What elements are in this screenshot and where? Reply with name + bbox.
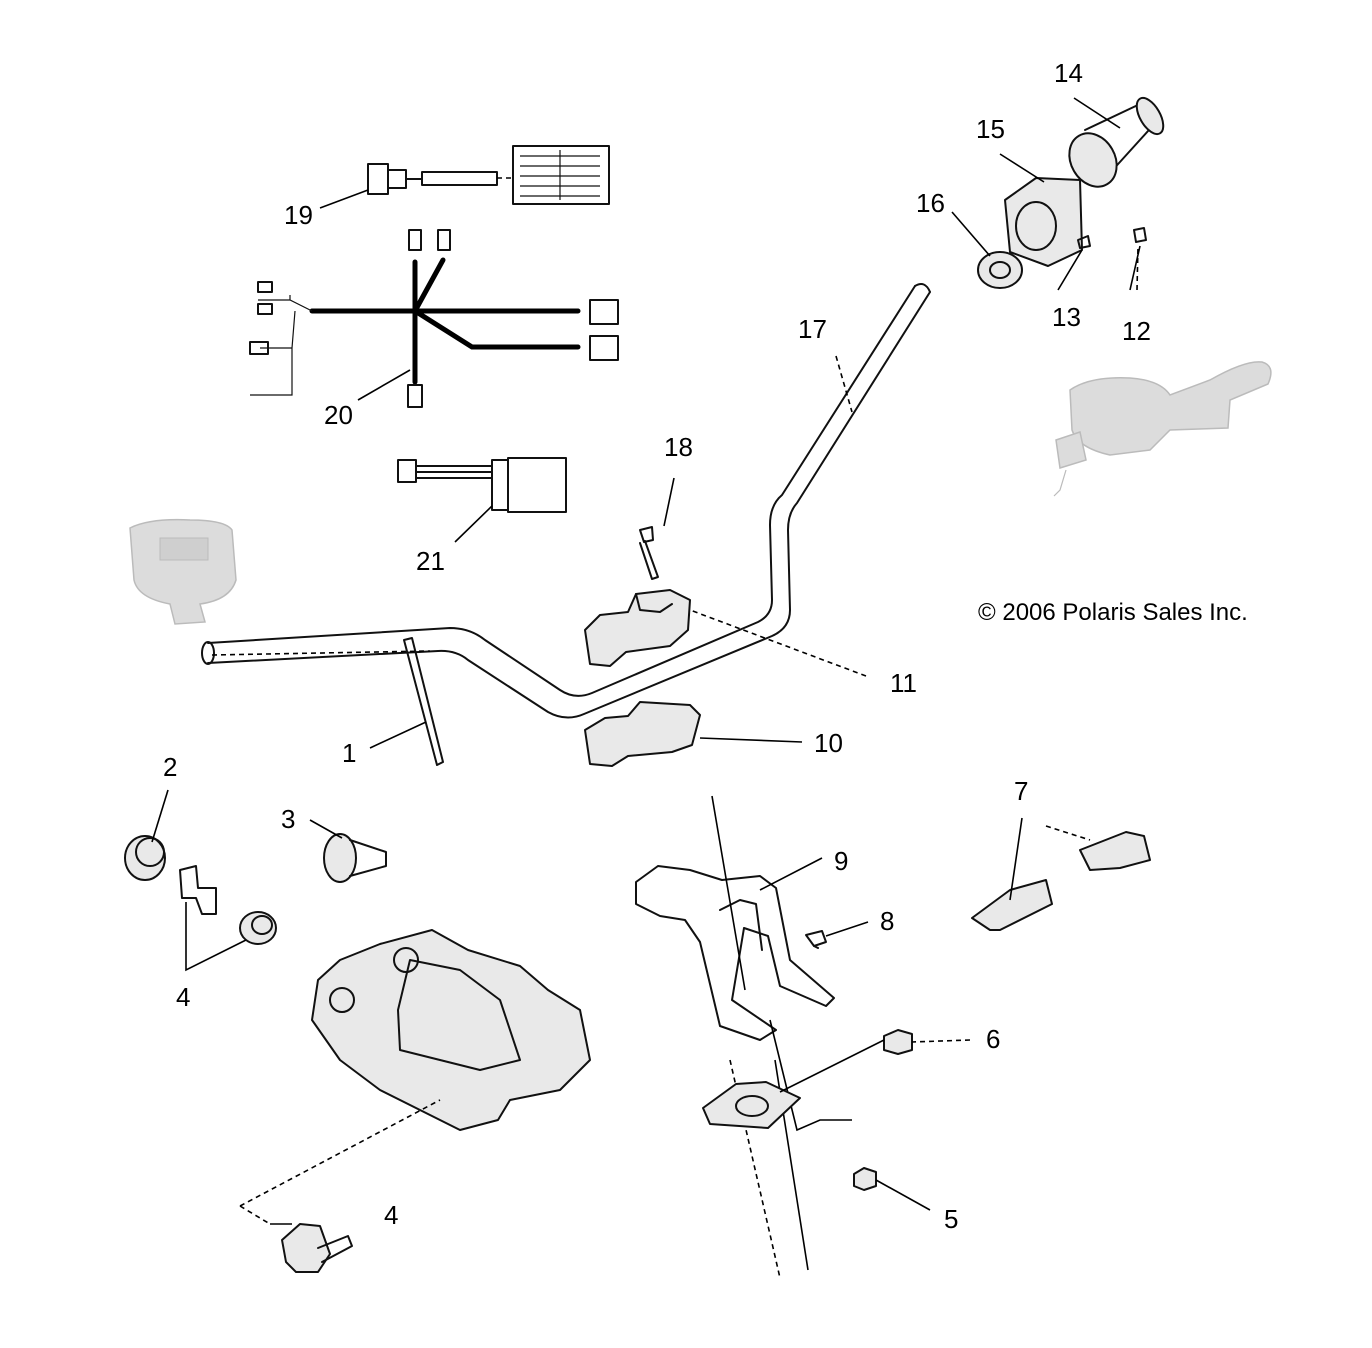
callout-1: 1 <box>342 738 356 768</box>
mount-plate <box>702 1081 801 1129</box>
steering-column <box>711 795 852 1279</box>
callout-4-lower: 4 <box>384 1200 398 1230</box>
wiring-harness <box>249 229 619 408</box>
callout-18: 18 <box>664 432 693 462</box>
handlebar <box>201 283 931 719</box>
lower-clamp <box>584 701 701 767</box>
callout-19: 19 <box>284 200 313 230</box>
bushing-6 <box>883 1029 913 1055</box>
headlight-pod <box>311 929 591 1131</box>
callout-6: 6 <box>986 1024 1000 1054</box>
callout-3: 3 <box>281 804 295 834</box>
callout-21: 21 <box>416 546 445 576</box>
washer-16 <box>977 251 1023 289</box>
ghost-brake-lever <box>1053 361 1272 497</box>
copyright-notice: © 2006 Polaris Sales Inc. <box>978 599 1248 626</box>
callout-5: 5 <box>944 1204 958 1234</box>
callout-numbers: 1 2 3 4 4 5 6 7 8 9 10 11 12 13 14 15 16… <box>163 58 1151 1234</box>
callout-15: 15 <box>976 114 1005 144</box>
screw-12 <box>1133 227 1147 243</box>
bolt-18 <box>639 526 659 580</box>
callout-2: 2 <box>163 752 177 782</box>
key-switch-4 <box>239 911 277 945</box>
cable-tie <box>403 637 444 766</box>
callout-12: 12 <box>1122 316 1151 346</box>
switch-3 <box>323 833 387 883</box>
ghost-switch-housing <box>129 518 237 625</box>
leader-lines <box>151 97 1141 1225</box>
callout-16: 16 <box>916 188 945 218</box>
nut-5 <box>853 1167 877 1191</box>
module-21 <box>397 457 567 513</box>
housing-15 <box>1004 177 1083 267</box>
callout-8: 8 <box>880 906 894 936</box>
screw-8 <box>805 930 827 949</box>
screw-13 <box>1077 235 1091 249</box>
upper-clamp <box>584 589 691 667</box>
key-4 <box>179 865 217 915</box>
plug-4 <box>281 1223 353 1273</box>
harness-connector-19 <box>367 145 610 205</box>
switch-2 <box>124 835 166 881</box>
grip-14 <box>1068 96 1165 188</box>
callout-7: 7 <box>1014 776 1028 806</box>
grip-7-right <box>1079 831 1151 871</box>
callout-13: 13 <box>1052 302 1081 332</box>
callout-17: 17 <box>798 314 827 344</box>
callout-11: 11 <box>890 668 917 698</box>
callout-9: 9 <box>834 846 848 876</box>
support-bracket <box>635 865 835 1041</box>
callout-20: 20 <box>324 400 353 430</box>
callout-4-upper: 4 <box>176 982 190 1012</box>
callout-10: 10 <box>814 728 843 758</box>
grip-7-left <box>971 879 1053 931</box>
callout-14: 14 <box>1054 58 1083 88</box>
